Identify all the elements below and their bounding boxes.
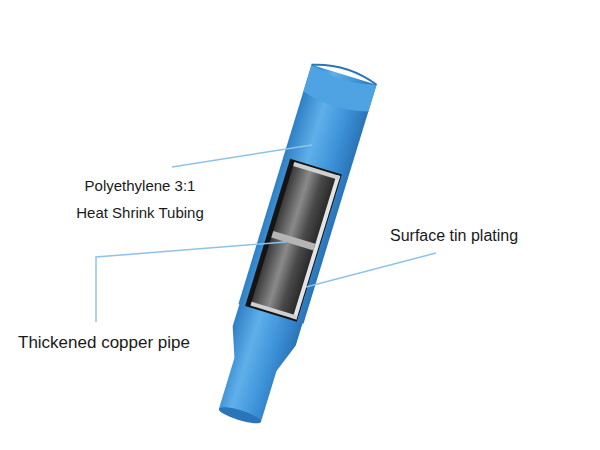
pipe-edge-top bbox=[293, 162, 340, 180]
copper-pipe bbox=[250, 162, 336, 318]
cutaway-window bbox=[245, 159, 342, 322]
part-label: Polyethylene 3:1 Heat Shrink Tubing bbox=[70, 172, 210, 226]
pipe-center-stop bbox=[271, 231, 315, 251]
tin-plating bbox=[293, 175, 341, 320]
part-label: Surface tin plating bbox=[390, 226, 590, 246]
leader-line bbox=[306, 253, 436, 287]
butt-connector bbox=[206, 59, 378, 430]
leader-line bbox=[172, 145, 312, 167]
sleeve-end bbox=[217, 404, 262, 426]
sleeve-rim bbox=[312, 59, 379, 85]
pipe-edge-bottom bbox=[250, 302, 297, 320]
sleeve-opening bbox=[302, 65, 377, 116]
leader-line bbox=[96, 242, 286, 322]
part-label: Thickened copper pipe bbox=[18, 332, 238, 354]
sleeve-top bbox=[238, 65, 376, 324]
